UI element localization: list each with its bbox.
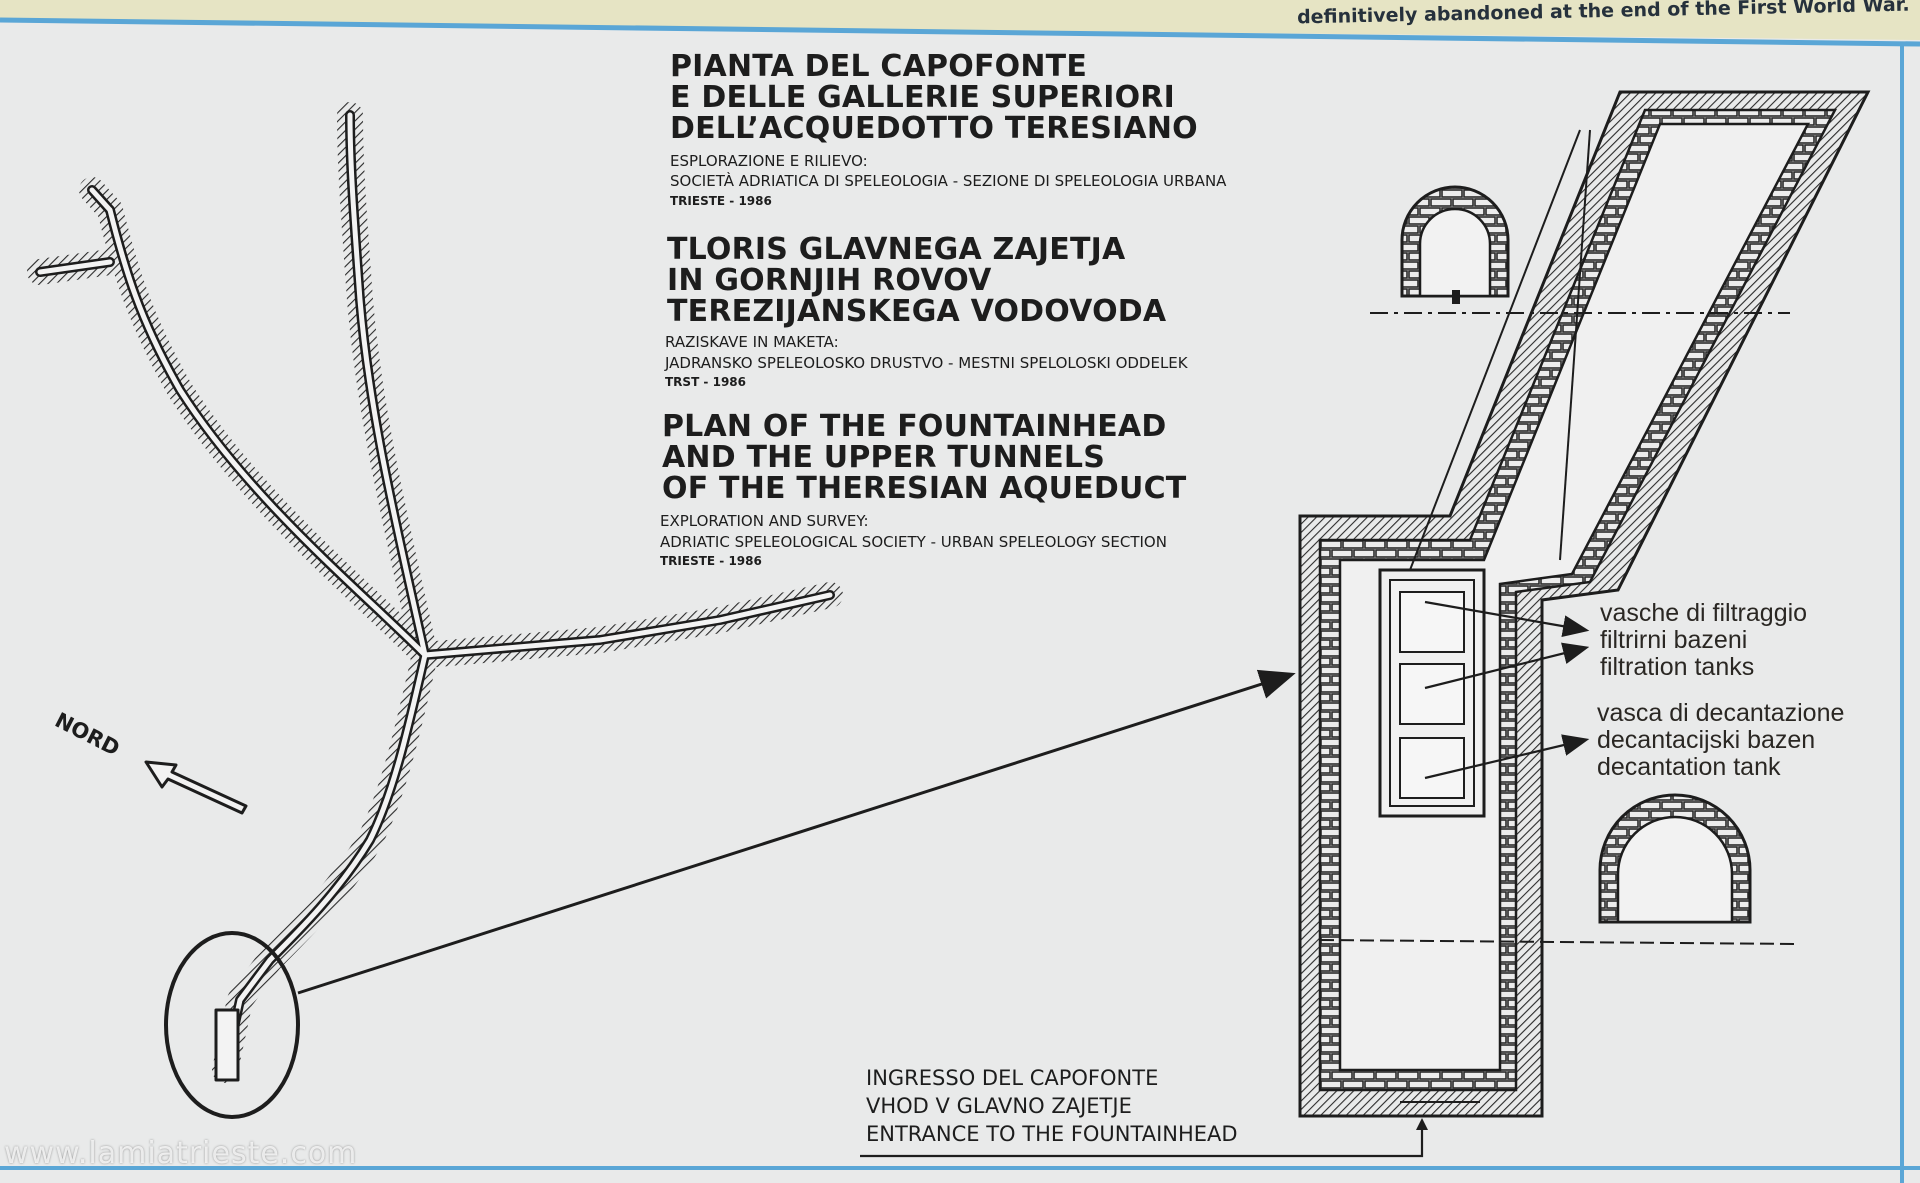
- decantation-label-en: decantation tank: [1597, 753, 1781, 781]
- title-sl-line-2: IN GORNJIH ROVOV: [667, 263, 992, 298]
- arch-section-upper: [1400, 185, 1510, 304]
- place-year-it: TRIESTE - 1986: [670, 194, 772, 208]
- title-sl-line-1: TLORIS GLAVNEGA ZAJETJA: [667, 232, 1126, 267]
- arch-section-lower: [1598, 793, 1752, 924]
- top-yellow-strip: [0, 0, 1920, 40]
- detail-circle: [164, 931, 300, 1119]
- top-blue-border: [0, 17, 1920, 47]
- title-it-line-1: PIANTA DEL CAPOFONTE: [670, 49, 1088, 84]
- label-leader-lines: [1424, 600, 1590, 780]
- place-year-sl: TRST - 1986: [665, 375, 746, 389]
- filtration-label-en: filtration tanks: [1600, 653, 1755, 681]
- entrance-label-it: INGRESSO DEL CAPOFONTE: [866, 1066, 1159, 1090]
- credit-label-sl: RAZISKAVE IN MAKETA:: [665, 333, 839, 351]
- title-en-line-1: PLAN OF THE FOUNTAINHEAD: [662, 409, 1167, 444]
- credit-en: ADRIATIC SPELEOLOGICAL SOCIETY - URBAN S…: [660, 533, 1167, 551]
- entrance-label-en: ENTRANCE TO THE FOUNTAINHEAD: [866, 1122, 1238, 1146]
- credit-label-en: EXPLORATION AND SURVEY:: [660, 512, 869, 530]
- filtration-label-it: vasche di filtraggio: [1600, 599, 1808, 627]
- decantation-label-sl: decantacijski bazen: [1597, 726, 1816, 754]
- title-en-line-3: OF THE THERESIAN AQUEDUCT: [662, 471, 1187, 506]
- title-sl-line-3: TEREZIJANSKEGA VODOVODA: [667, 294, 1167, 329]
- entrance-label-sl: VHOD V GLAVNO ZAJETJE: [866, 1094, 1132, 1118]
- decantation-label-it: vasca di decantazione: [1597, 699, 1845, 727]
- entrance-arrow: [860, 1118, 1428, 1158]
- title-it-line-2: E DELLE GALLERIE SUPERIORI: [670, 80, 1175, 115]
- credit-sl: JADRANSKO SPELEOLOSKO DRUSTVO - MESTNI S…: [665, 354, 1188, 372]
- title-it-line-3: DELL’ACQUEDOTTO TERESIANO: [670, 111, 1198, 146]
- credit-it: SOCIETÀ ADRIATICA DI SPELEOLOGIA - SEZIO…: [670, 172, 1227, 190]
- fountainhead-detail: [1298, 90, 1871, 1118]
- filtration-label-sl: filtrirni bazeni: [1600, 626, 1748, 654]
- place-year-en: TRIESTE - 1986: [660, 554, 762, 568]
- watermark: www.lamiatrieste.com: [4, 1136, 358, 1171]
- tunnel-network: [27, 102, 843, 1083]
- detail-connector-arrow: [297, 669, 1296, 995]
- title-en-line-2: AND THE UPPER TUNNELS: [662, 440, 1106, 475]
- credit-label-it: ESPLORAZIONE E RILIEVO:: [670, 152, 868, 170]
- north-arrow: [144, 760, 248, 815]
